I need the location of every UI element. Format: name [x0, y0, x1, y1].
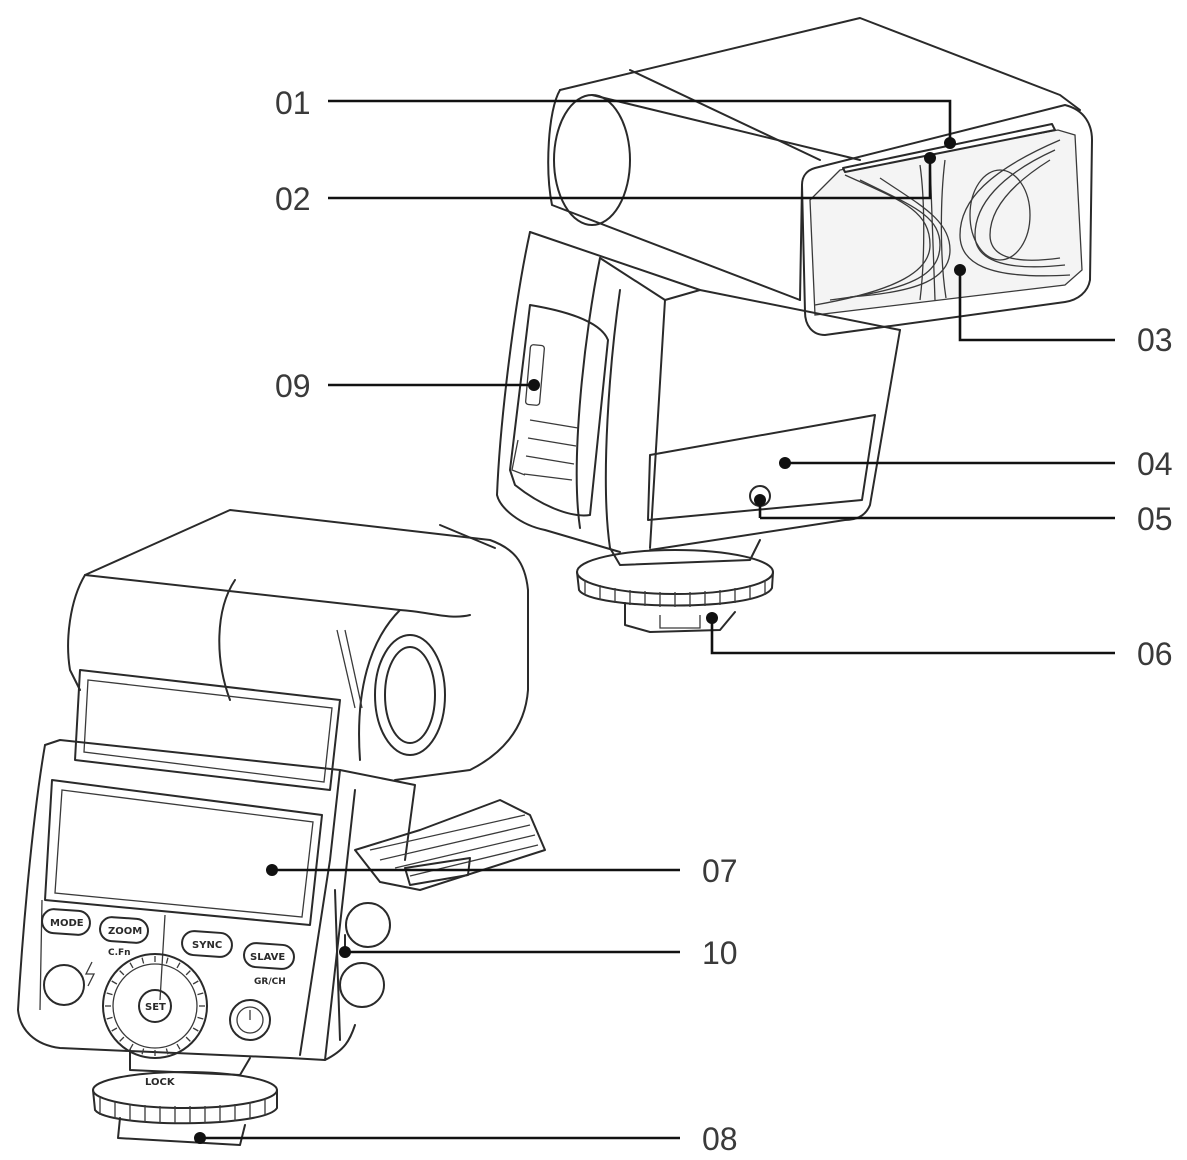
- fresnel-lens: [809, 129, 1083, 316]
- mode-button-label: MODE: [50, 918, 84, 929]
- dial-tick: [165, 957, 169, 964]
- dial-tick: [176, 1043, 181, 1050]
- callout-02: 02: [275, 181, 311, 217]
- dial-tick: [185, 1036, 191, 1042]
- dial-tick: [176, 962, 181, 969]
- port-cover: [509, 304, 609, 517]
- dial-tick: [141, 957, 145, 964]
- callout-10: 10: [702, 935, 738, 971]
- slave-button-label: SLAVE: [250, 952, 285, 963]
- leader-lines: [194, 99, 1115, 1144]
- callout-04: 04: [1137, 446, 1173, 482]
- dial-tick: [192, 1027, 199, 1032]
- dial-tick: [197, 992, 204, 996]
- dial-tick: [141, 1048, 145, 1055]
- dial-tick: [129, 1043, 134, 1050]
- dial-tick: [119, 1036, 125, 1042]
- lcd-screen: [44, 779, 323, 926]
- dial-tick: [111, 1027, 118, 1032]
- callout-06: 06: [1137, 636, 1173, 672]
- power-button: [229, 999, 271, 1041]
- set-button-label: SET: [145, 1002, 166, 1013]
- dial-tick: [106, 992, 113, 996]
- lock-label: LOCK: [145, 1077, 176, 1088]
- mode-button: MODE: [41, 908, 91, 936]
- rear-lock-ring: [92, 1071, 278, 1125]
- dial-tick: [192, 980, 199, 985]
- dial-tick: [106, 1016, 113, 1020]
- callout-09: 09: [275, 368, 311, 404]
- callout-05: 05: [1137, 501, 1173, 537]
- zoom-button-label: ZOOM: [108, 926, 142, 937]
- grch-label: GR/CH: [254, 977, 286, 987]
- callout-08: 08: [702, 1121, 738, 1157]
- rear-flash-illustration: MODE ZOOM C.Fn SYNC SLAVE GR/CH SET: [17, 509, 546, 1146]
- dial-tick: [165, 1048, 169, 1055]
- front-lock-ring: [576, 549, 774, 607]
- dial-tick: [129, 962, 134, 969]
- dial-tick: [119, 970, 125, 976]
- sync-button: SYNC: [181, 930, 233, 958]
- sync-button-label: SYNC: [192, 940, 222, 951]
- test-flash-button: [43, 964, 85, 1006]
- front-flash-illustration: [496, 17, 1093, 633]
- slave-button: SLAVE GR/CH: [243, 942, 295, 987]
- control-dial: SET: [102, 953, 208, 1059]
- zoom-button: ZOOM C.Fn: [99, 916, 149, 958]
- dial-tick: [111, 980, 118, 985]
- dial-tick: [185, 970, 191, 976]
- dial-tick: [197, 1016, 204, 1020]
- callout-labels: 01 02 03 04 05 06 07 08 09 10: [275, 85, 1173, 1157]
- cfn-label: C.Fn: [108, 948, 131, 958]
- callout-01: 01: [275, 85, 311, 121]
- callout-03: 03: [1137, 322, 1173, 358]
- callout-07: 07: [702, 853, 738, 889]
